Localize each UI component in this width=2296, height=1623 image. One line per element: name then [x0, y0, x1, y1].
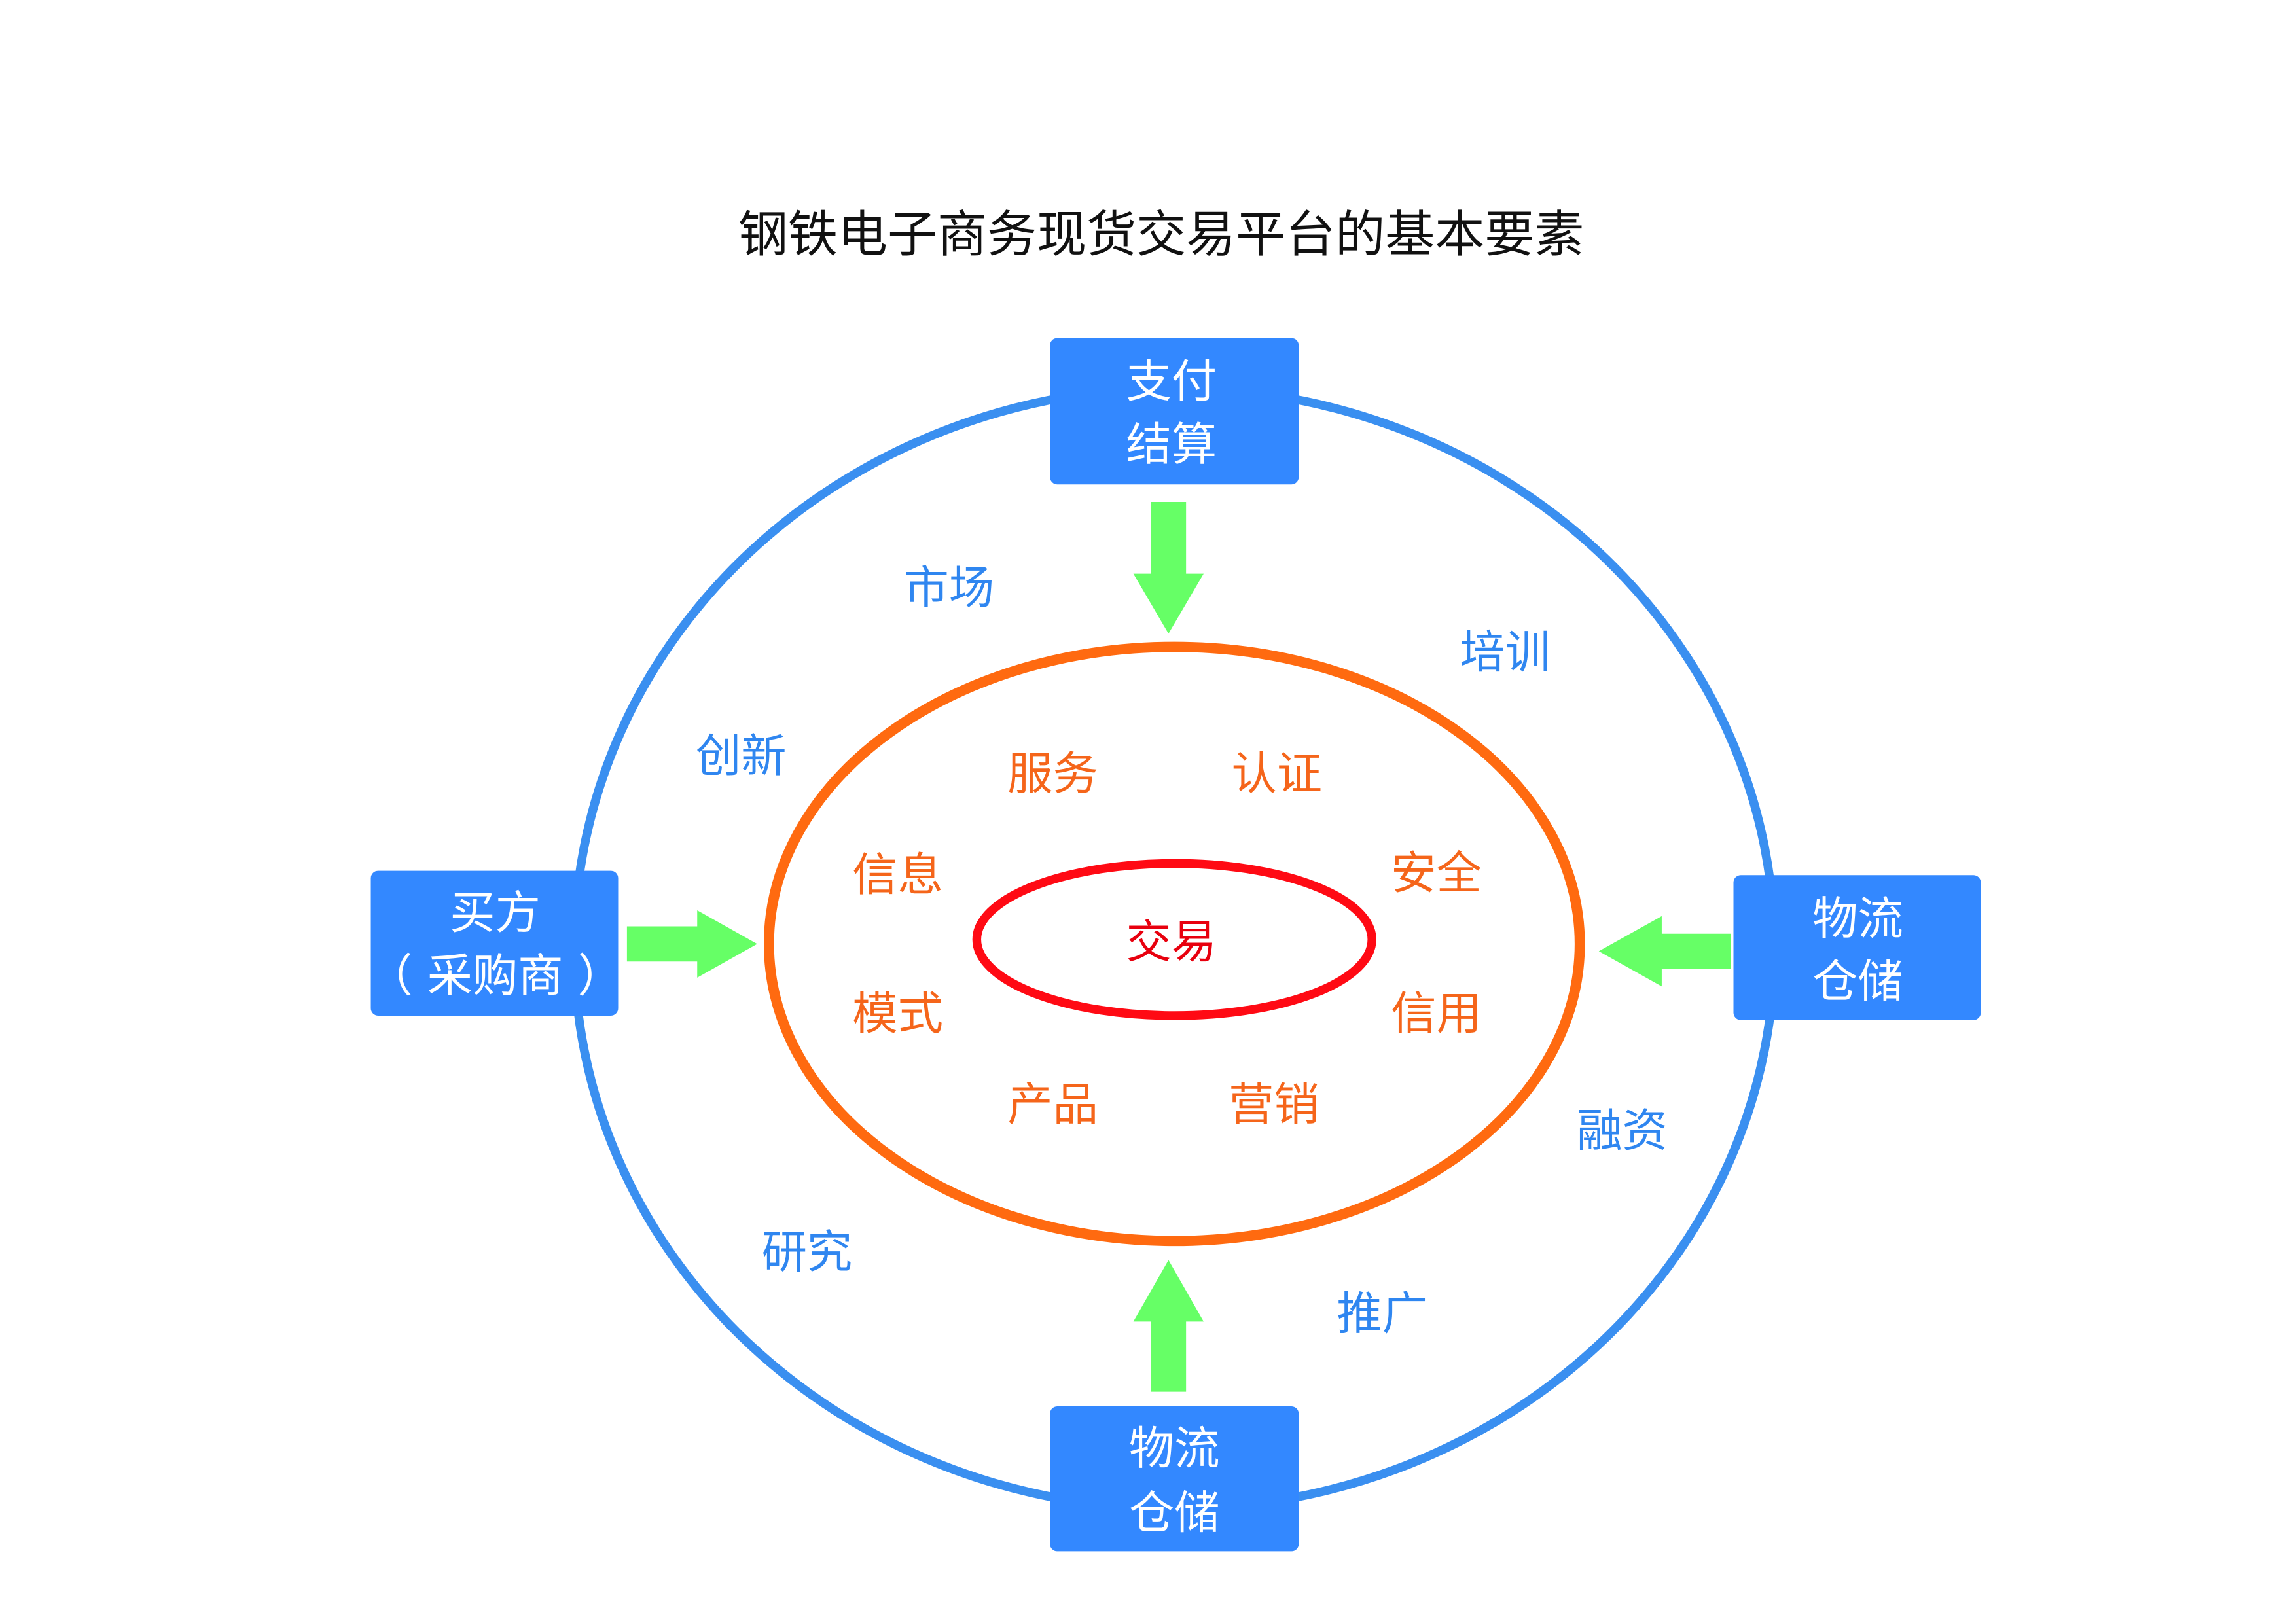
- label-financing: 融资: [1577, 1105, 1668, 1158]
- box-buyer: 买方 （ 采购商 ）: [367, 870, 623, 1016]
- label-model: 模式: [852, 988, 943, 1041]
- label-promotion: 推广: [1336, 1288, 1427, 1340]
- label-certification: 认证: [1231, 748, 1322, 800]
- box-logistics-bottom: 物流 仓储: [1050, 1406, 1299, 1552]
- label-innovation: 创新: [696, 730, 787, 783]
- box-left-line1: 买方: [450, 887, 541, 939]
- label-training: 培训: [1460, 626, 1551, 679]
- inner-ring: [972, 859, 1376, 1020]
- box-left-line2: （ 采购商 ）: [367, 950, 623, 1003]
- label-transaction: 交易: [1126, 916, 1217, 969]
- box-bottom-line1: 物流: [1129, 1423, 1220, 1475]
- arrow-left-icon: [1598, 916, 1731, 987]
- diagram-title: 钢铁电子商务现货交易平台的基本要素: [738, 205, 1584, 263]
- box-top-line2: 结算: [1126, 419, 1217, 471]
- label-credit: 信用: [1391, 988, 1482, 1041]
- arrow-right-icon: [626, 910, 757, 978]
- label-service: 服务: [1007, 748, 1098, 800]
- box-bottom-line2: 仓储: [1129, 1487, 1220, 1539]
- box-right-line2: 仓储: [1812, 956, 1903, 1008]
- label-product: 产品: [1007, 1079, 1098, 1131]
- box-payment-settlement: 支付 结算: [1050, 338, 1299, 485]
- label-marketing: 营销: [1229, 1079, 1319, 1131]
- label-information: 信息: [852, 849, 943, 901]
- label-security: 安全: [1391, 847, 1482, 900]
- box-top-line1: 支付: [1126, 356, 1217, 408]
- middle-ring: [763, 641, 1585, 1247]
- label-research: 研究: [762, 1226, 853, 1279]
- label-market: 市场: [904, 562, 995, 615]
- box-right-line1: 物流: [1812, 893, 1903, 945]
- box-logistics-right: 物流 仓储: [1733, 875, 1981, 1020]
